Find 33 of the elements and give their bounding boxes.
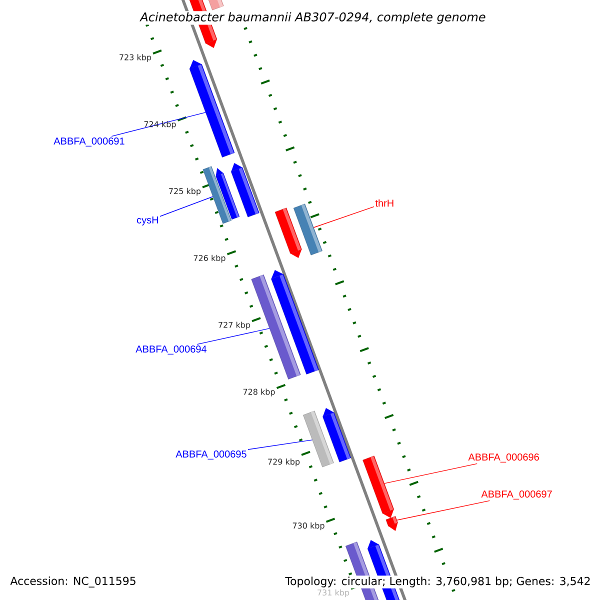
gene-label: thrH [375,199,394,207]
leader-line [196,328,270,345]
gene-label: ABBFA_000694 [136,346,206,354]
tick-label: 728 kbp [243,388,275,396]
gene-feature [274,208,302,258]
tick-label: 727 kbp [218,322,250,330]
footer-text: Topology: circular; Length: 3,760,981 bp; Genes: 3,542 [284,576,592,588]
tick-label: 729 kbp [268,458,300,466]
tick-label: 726 kbp [194,254,226,263]
gene-label: ABBFA_000691 [54,138,124,146]
leader-line [396,500,490,520]
gene-feature [362,456,394,518]
gene-label: ABBFA_000697 [481,490,552,500]
gene-feature [251,274,301,380]
tick-label: 724 kbp [144,121,176,129]
leader-line [313,206,374,228]
tick-label: 725 kbp [169,188,201,196]
gene-label: ABBFA_000695 [176,450,246,460]
gene-feature [303,410,334,468]
leader-line [248,440,313,450]
title: Acinetobacter baumannii AB307-0294, complete genome [139,11,487,25]
leader-line [384,463,478,484]
footer-text: Accession: NC_011595 [9,576,138,588]
gene-feature [386,516,398,531]
gene-label: ABBFA_000696 [468,454,539,462]
leader-line [160,196,214,217]
tick-label: 730 kbp [292,522,324,530]
gene-label: cysH [137,216,158,226]
tick-label: 723 kbp [120,54,152,62]
gene-feature [216,168,240,220]
leader-line [111,112,206,137]
gene-feature [189,60,235,158]
tick-label: 731 kbp [318,589,350,598]
